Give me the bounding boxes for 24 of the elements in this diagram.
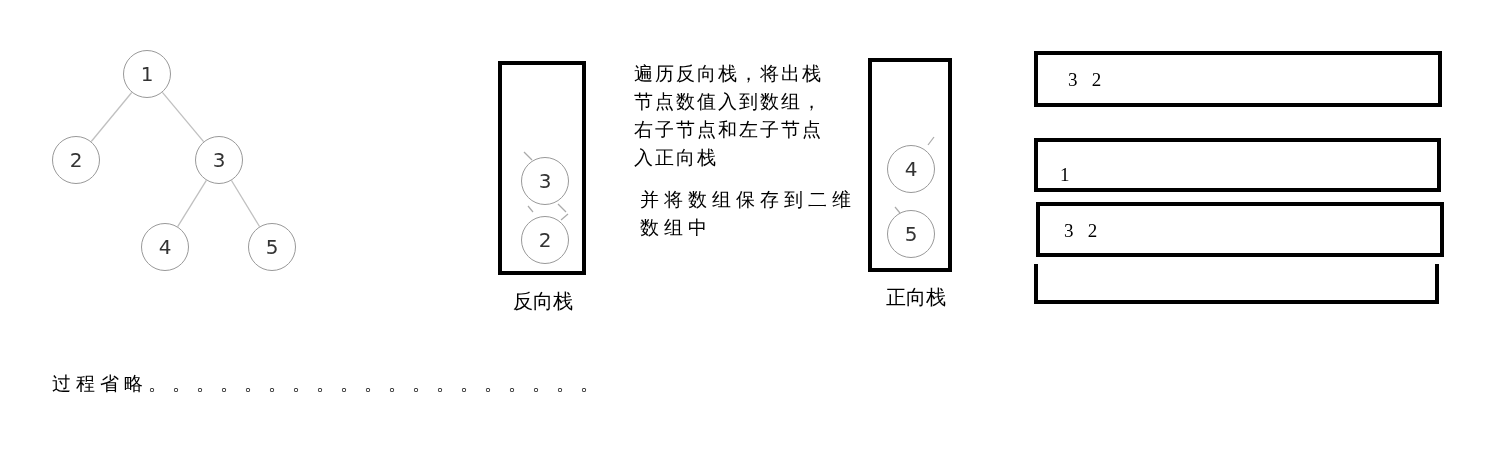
tree-edge [161, 91, 205, 143]
note-text: 过程省略。。。。。。。。。。。。。。。。。。。 [52, 372, 605, 396]
array-row: 3 2 [1036, 202, 1444, 257]
stack-caption: 反向栈 [513, 289, 573, 314]
tree-node-circle: 5 [887, 210, 935, 258]
tree-node-circle: 2 [521, 216, 569, 264]
tree-node-circle: 3 [195, 136, 243, 184]
stack-box [498, 61, 586, 275]
note-text: 并将数组保存到二维数组中 [640, 188, 857, 240]
tree-edge [90, 91, 133, 143]
empty-array-row [1034, 264, 1439, 304]
note-text: 遍历反向栈，将出栈节点数值入到数组，右子节点和左子节点入正向栈 [634, 62, 824, 170]
stack-caption: 正向栈 [886, 285, 946, 310]
array-row: 3 2 [1034, 51, 1442, 107]
tree-node-circle: 2 [52, 136, 100, 184]
stack-box [868, 58, 952, 272]
tree-edge [230, 179, 261, 228]
tree-node-circle: 4 [141, 223, 189, 271]
tree-node-circle: 3 [521, 157, 569, 205]
tree-node-circle: 4 [887, 145, 935, 193]
tree-node-circle: 1 [123, 50, 171, 98]
tree-edge [177, 179, 207, 228]
array-row: 1 [1034, 138, 1441, 192]
tree-node-circle: 5 [248, 223, 296, 271]
